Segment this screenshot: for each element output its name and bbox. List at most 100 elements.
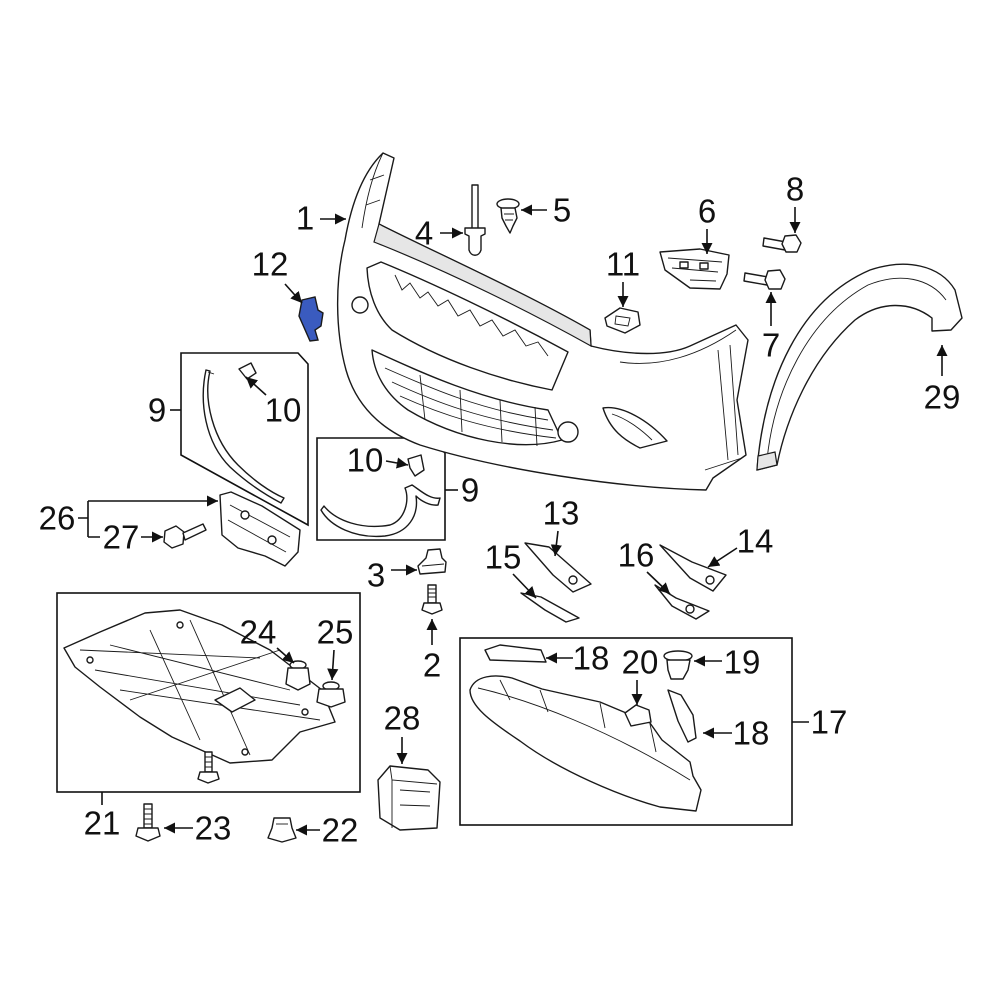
callout-17: 17 xyxy=(792,704,847,741)
leader-arrow xyxy=(276,647,295,664)
callout-label: 10 xyxy=(265,392,302,429)
leader-arrow xyxy=(512,573,537,599)
callout-label: 2 xyxy=(423,647,441,684)
callout-label: 18 xyxy=(733,715,770,752)
part-5-drawing xyxy=(496,198,520,234)
callout-28: 28 xyxy=(384,700,420,764)
part-16-drawing xyxy=(654,584,710,620)
group-box-17 xyxy=(459,637,793,826)
callout-label: 11 xyxy=(606,246,640,283)
callout-label: 24 xyxy=(240,614,277,651)
part-18-upper-drawing xyxy=(484,644,547,663)
callout-19: 19 xyxy=(694,644,760,681)
leader-bracket xyxy=(78,501,100,538)
callout-label: 8 xyxy=(786,171,804,208)
callout-label: 5 xyxy=(553,192,571,229)
part-10-left-drawing xyxy=(238,362,257,380)
callout-2: 2 xyxy=(423,619,441,684)
leader-arrow xyxy=(646,571,671,595)
part-24-drawing xyxy=(285,660,311,691)
part-19-drawing xyxy=(663,650,693,680)
callout-label: 25 xyxy=(317,614,354,651)
callout-label: 20 xyxy=(622,644,659,681)
part-7-drawing xyxy=(743,269,786,290)
group-box-9-10-left xyxy=(180,352,309,527)
callout-label: 1 xyxy=(296,200,314,237)
callout-8: 8 xyxy=(786,171,804,233)
callout-label: 12 xyxy=(252,246,289,283)
callout-3: 3 xyxy=(367,557,417,594)
callout-10-right: 10 xyxy=(347,442,409,479)
callout-label: 6 xyxy=(698,193,716,230)
part-18-lower-drawing xyxy=(667,689,697,743)
part-20-drawing xyxy=(624,704,652,727)
part-29-drawing xyxy=(756,263,963,471)
part-1-drawing xyxy=(336,152,749,491)
leader-arrow xyxy=(245,376,267,396)
leader-arrow xyxy=(327,649,339,681)
callout-label: 15 xyxy=(485,539,522,576)
callout-21: 21 xyxy=(84,792,121,842)
callout-29: 29 xyxy=(924,345,961,416)
callout-6: 6 xyxy=(698,193,716,254)
callout-label: 27 xyxy=(103,519,140,556)
part-28-drawing xyxy=(377,765,441,831)
part-4-drawing xyxy=(464,184,486,256)
callout-23: 23 xyxy=(164,810,231,847)
callout-label: 18 xyxy=(573,640,610,677)
callout-18-upper: 18 xyxy=(546,640,609,677)
leader-arrow xyxy=(385,457,409,469)
callout-13: 13 xyxy=(543,495,580,557)
callout-label: 10 xyxy=(347,442,384,479)
callout-5: 5 xyxy=(521,192,571,229)
callout-label: 26 xyxy=(39,500,76,537)
callout-label: 4 xyxy=(415,215,433,252)
callout-10-left: 10 xyxy=(245,376,302,429)
leader-arrow xyxy=(707,547,738,568)
callout-label: 19 xyxy=(724,644,761,681)
callout-label: 14 xyxy=(737,523,774,560)
callout-22: 22 xyxy=(296,812,358,849)
callout-label: 9 xyxy=(461,472,479,509)
callout-27: 27 xyxy=(103,519,163,556)
callout-16: 16 xyxy=(618,537,671,595)
callout-24: 24 xyxy=(240,614,295,664)
callout-label: 13 xyxy=(543,495,580,532)
callout-1: 1 xyxy=(296,200,346,237)
part-8-drawing xyxy=(762,234,802,253)
callout-15: 15 xyxy=(485,539,537,599)
callout-9-right: 9 xyxy=(445,472,479,509)
callout-label: 3 xyxy=(367,557,385,594)
callout-label: 29 xyxy=(924,379,961,416)
part-2-drawing xyxy=(421,584,443,615)
callout-25: 25 xyxy=(317,614,354,681)
part-14-drawing xyxy=(659,544,727,592)
callout-label: 9 xyxy=(148,392,166,429)
callout-label: 16 xyxy=(618,537,655,574)
part-9-right-drawing xyxy=(320,484,441,538)
part-13-drawing xyxy=(524,542,592,593)
part-27-drawing xyxy=(163,523,207,549)
part-21-drawing xyxy=(63,609,336,764)
leader-arrow xyxy=(550,530,562,557)
part-25-drawing xyxy=(316,681,346,708)
group-box-21 xyxy=(56,592,361,793)
part-11-drawing xyxy=(604,307,641,334)
callout-20: 20 xyxy=(622,644,659,705)
leader-arrow xyxy=(284,283,303,304)
part-12-drawing-highlighted xyxy=(298,296,324,342)
part-6-drawing xyxy=(659,248,730,290)
callout-label: 23 xyxy=(195,810,232,847)
callout-label: 7 xyxy=(762,327,780,364)
part-17-drawing xyxy=(469,675,702,812)
callout-26: 26 xyxy=(39,495,218,538)
callout-7: 7 xyxy=(762,292,780,364)
callout-label: 21 xyxy=(84,805,121,842)
callout-label: 22 xyxy=(322,812,359,849)
callout-18-lower: 18 xyxy=(703,715,769,752)
callout-label: 17 xyxy=(811,704,848,741)
callout-9-left: 9 xyxy=(148,392,181,429)
part-10-right-drawing xyxy=(407,454,425,477)
part-15-drawing xyxy=(520,592,580,623)
